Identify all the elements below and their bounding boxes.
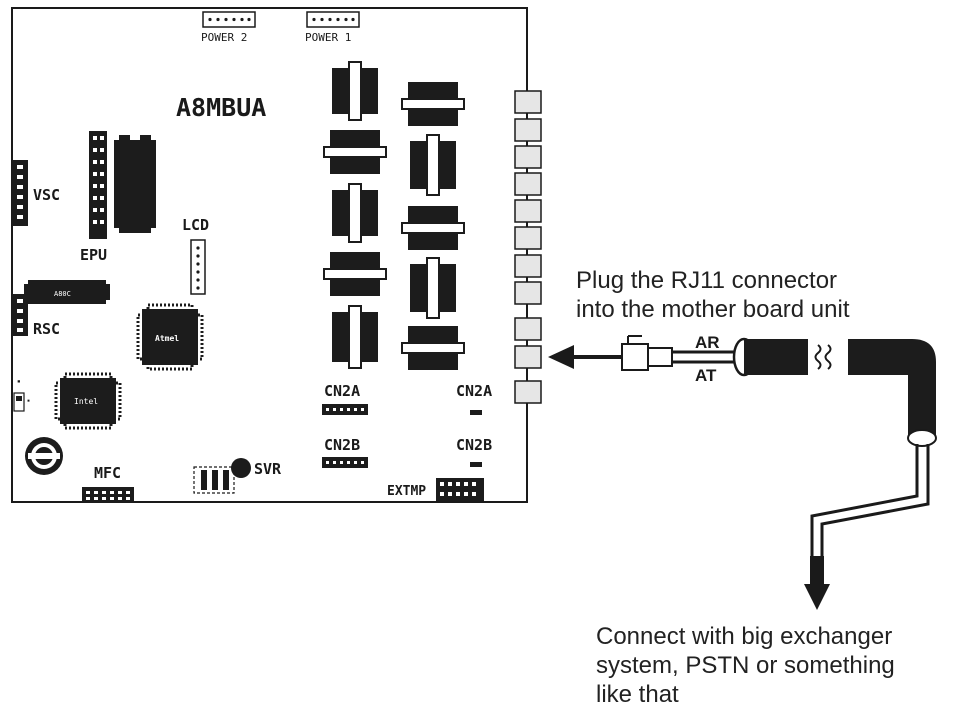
rj11-port[interactable] <box>514 281 542 305</box>
insert-arrow <box>548 345 622 369</box>
power-2-label: POWER 2 <box>201 31 247 44</box>
vsc-header <box>12 160 28 226</box>
rj11-port-strip <box>514 90 542 404</box>
rj11-port[interactable] <box>514 199 542 223</box>
svg-text:▪: ▪ <box>17 378 21 385</box>
cable-jacket <box>732 337 808 377</box>
rj11-port[interactable] <box>514 317 542 341</box>
wire-ar-label: AR <box>695 333 720 352</box>
relay-column-right <box>401 82 465 370</box>
relay-column-left <box>323 61 387 369</box>
epu-header <box>89 131 107 239</box>
plug-instruction-line: Plug the RJ11 connector <box>576 267 838 294</box>
mfc-header <box>82 487 134 503</box>
plug-instruction-line: into the mother board unit <box>576 296 850 323</box>
svr-label: SVR <box>254 460 282 478</box>
connect-instruction-line: like that <box>596 681 679 708</box>
rj11-plug <box>621 335 673 371</box>
power-2-connector <box>202 11 256 28</box>
dip-chip <box>114 135 156 233</box>
mfc-chip <box>54 372 122 430</box>
atmel-chip <box>136 303 204 371</box>
rsc-header <box>12 294 28 336</box>
svr-switch-block <box>193 466 235 494</box>
cable-wires <box>672 350 738 364</box>
atmel-chip-label: Atmel <box>155 334 179 343</box>
cn2b-right-pad <box>470 462 482 467</box>
cn2b-right-label: CN2B <box>456 436 492 454</box>
wire-at-label: AT <box>695 366 717 385</box>
cn2a-left-label: CN2A <box>324 382 360 400</box>
exchange-arrow <box>804 556 830 610</box>
rsc-chip-label: A80C <box>54 290 71 298</box>
lcd-label: LCD <box>182 216 209 234</box>
connect-instruction-line: system, PSTN or something <box>596 652 895 679</box>
extmp-header <box>436 478 484 501</box>
svg-text:▪: ▪ <box>27 398 30 404</box>
cable-break-icon <box>814 344 832 370</box>
extmp-label: EXTMP <box>387 484 426 499</box>
epu-label: EPU <box>80 246 107 264</box>
exchanger-wires <box>810 444 930 560</box>
battery <box>25 437 63 475</box>
cn2a-right-pad <box>470 410 482 415</box>
power-1-connector <box>306 11 360 28</box>
vsc-label: VSC <box>33 186 60 204</box>
lcd-connector <box>190 239 206 295</box>
rj11-port[interactable] <box>514 380 542 404</box>
connect-instruction-line: Connect with big exchanger <box>596 623 893 650</box>
rj11-port[interactable] <box>514 254 542 278</box>
rj11-port[interactable] <box>514 118 542 142</box>
cn2a-right-label: CN2A <box>456 382 492 400</box>
rsc-chip <box>24 280 110 304</box>
mfc-chip-label: Intel <box>74 397 98 406</box>
mfc-label: MFC <box>94 464 121 482</box>
power-1-label: POWER 1 <box>305 31 351 44</box>
board-model-label: A8MBUA <box>176 93 266 122</box>
rj11-port[interactable] <box>514 172 542 196</box>
rj11-port[interactable] <box>514 345 542 369</box>
rj11-port[interactable] <box>514 226 542 250</box>
jumper-block: ▪ ▪ <box>13 378 30 412</box>
svr-potentiometer <box>231 458 251 478</box>
rsc-label: RSC <box>33 320 60 338</box>
rj11-port[interactable] <box>514 90 542 114</box>
cn2b-left-label: CN2B <box>324 436 360 454</box>
cn2a-left-header <box>322 404 368 415</box>
connect-instruction: Connect with big exchanger system, PSTN … <box>596 622 895 709</box>
cn2b-left-header <box>322 457 368 468</box>
plug-instruction: Plug the RJ11 connector into the mother … <box>576 266 850 324</box>
rj11-port[interactable] <box>514 145 542 169</box>
cable-elbow <box>848 339 937 447</box>
